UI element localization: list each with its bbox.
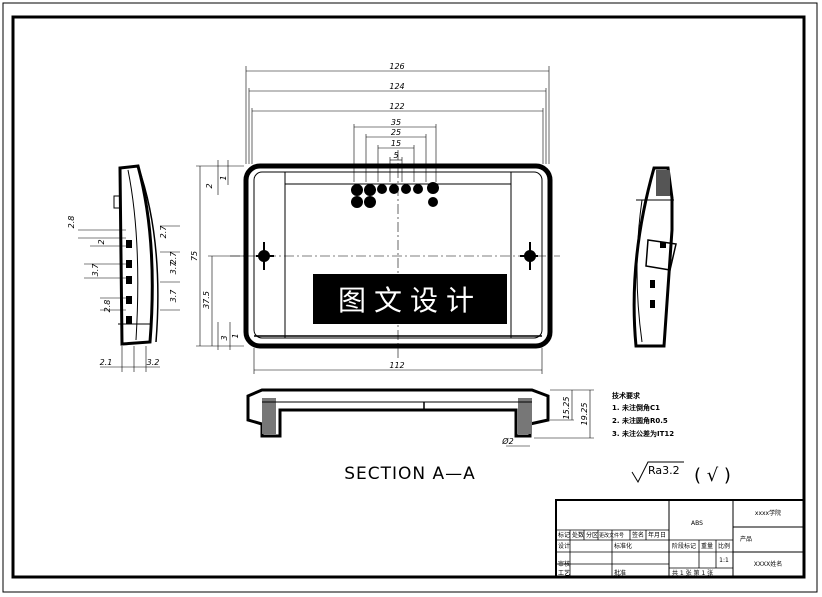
section-label: SECTION A—A [344, 464, 476, 484]
tb-row-standard: 标准化 [614, 542, 632, 550]
tb-school: xxxx学院 [755, 509, 781, 517]
roughness-symbol: Ra3.2 ( √ ) [631, 461, 731, 486]
dim-19-25: 19.25 [580, 403, 589, 426]
dim-2-7-right-b: 2.7 [169, 251, 178, 265]
tb-material: ABS [691, 520, 703, 527]
technical-requirements: 技术要求 1. 未注倒角C1 2. 未注圆角R0.5 3. 未注公差为IT12 [612, 391, 674, 438]
tb-header-date: 年月日 [648, 531, 666, 539]
dim-25: 25 [391, 128, 401, 137]
dim-3: 3 [220, 335, 229, 340]
dim-126: 126 [389, 62, 404, 71]
watermark-box [313, 274, 507, 324]
boss-left [256, 242, 274, 270]
dim-75: 75 [190, 251, 199, 261]
dim-35: 35 [391, 118, 401, 127]
dim-37-5: 37.5 [202, 291, 211, 309]
tb-stage-mark: 阶段标记 [672, 542, 696, 550]
top-dimensions [245, 66, 550, 182]
dim-diameter-2: Ø2 [501, 436, 513, 446]
dim-3-2: 3.2 [147, 358, 160, 367]
tech-req-title: 技术要求 [612, 391, 641, 400]
right-side-view [632, 166, 677, 348]
tech-req-item-3: 3. 未注公差为IT12 [612, 429, 674, 438]
dim-112: 112 [389, 361, 404, 370]
front-view [230, 150, 560, 360]
tb-header-count: 处数 [572, 531, 584, 539]
bottom-dimension [253, 348, 543, 374]
section-view [246, 388, 550, 438]
tb-header-mark: 标记 [558, 531, 570, 539]
tb-row-approve: 批准 [614, 569, 626, 577]
dim-3-7-right-b: 3.7 [169, 289, 178, 303]
left-side-view [113, 164, 159, 346]
roughness-note: ( √ ) [694, 465, 731, 486]
dim-3-7-a: 3.7 [91, 263, 100, 277]
tb-row-process: 工艺 [558, 569, 570, 577]
inner-frame [11, 15, 806, 579]
watermark-text: 图文设计 [338, 284, 482, 317]
tb-row-design: 设计 [558, 542, 570, 550]
dim-3-7-right-a: 3.7 [169, 261, 178, 275]
title-block [555, 499, 805, 578]
tb-row-review: 审核 [558, 560, 570, 568]
tb-header-file: 更改文件号 [599, 532, 624, 539]
tb-sheet: 共 1 张 第 1 张 [672, 569, 713, 577]
tech-req-item-1: 1. 未注倒角C1 [612, 403, 660, 412]
tb-header-sign: 签名 [632, 531, 644, 539]
dim-15: 15 [391, 139, 401, 148]
dim-122: 122 [389, 102, 404, 111]
dim-2-8-top: 2.8 [67, 216, 76, 229]
dim-1-top: 1 [219, 175, 228, 180]
tb-product: 产品 [740, 535, 752, 543]
dim-2-7-right-a: 2.7 [159, 225, 168, 239]
tb-name: XXXX姓名 [754, 560, 782, 568]
boss-right [520, 242, 538, 270]
dim-1-bottom: 1 [231, 333, 240, 338]
tb-scale-value: 1:1 [719, 557, 729, 564]
left-dimensions [196, 160, 244, 350]
tb-header-zone: 分区 [586, 531, 598, 539]
dim-2: 2 [205, 183, 214, 188]
dim-2-8-bottom: 2.8 [103, 300, 112, 313]
hole-pattern [351, 182, 439, 208]
tb-stage-weight: 重量 [701, 542, 713, 550]
roughness-value: Ra3.2 [648, 464, 680, 477]
title-block-text: 标记 处数 分区 更改文件号 签名 年月日 设计 标准化 审核 工艺 批准 AB… [558, 509, 782, 577]
tb-stage-scale: 比例 [718, 542, 730, 550]
dim-5: 5 [393, 151, 398, 160]
side-left-dimensions [78, 225, 180, 372]
dim-2-side: 2 [97, 239, 106, 244]
dim-124: 124 [389, 82, 404, 91]
dim-15-25: 15.25 [562, 397, 571, 420]
section-dimensions [506, 389, 594, 447]
dim-2-1: 2.1 [100, 358, 113, 367]
tech-req-item-2: 2. 未注圆角R0.5 [612, 416, 668, 425]
